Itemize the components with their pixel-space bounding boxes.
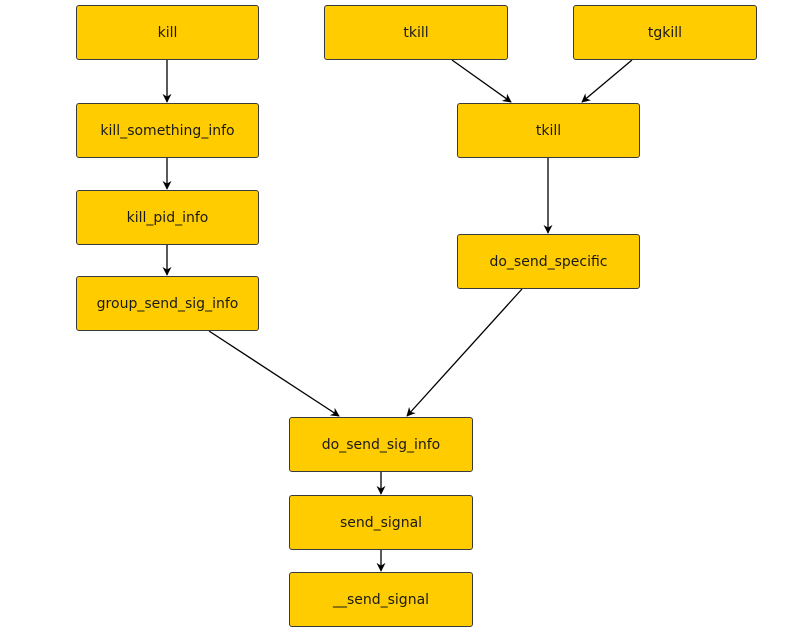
node-send-signal: send_signal xyxy=(289,495,473,550)
node-do-send-sig-info: do_send_sig_info xyxy=(289,417,473,472)
node-tkill: tkill xyxy=(457,103,640,158)
node-kill-something-info: kill_something_info xyxy=(76,103,259,158)
node-tkill-syscall: tkill xyxy=(324,5,508,60)
edge-tkill-syscall-to-tkill xyxy=(451,59,512,103)
edge-group-send-sig-info-to-do-send-sig-info xyxy=(208,330,340,417)
node-tgkill: tgkill xyxy=(573,5,757,60)
edge-tgkill-to-tkill xyxy=(581,59,633,103)
edge-do-send-specific-to-do-send-sig-info xyxy=(406,288,523,417)
node-__send-signal: __send_signal xyxy=(289,572,473,627)
node-kill: kill xyxy=(76,5,259,60)
node-do-send-specific: do_send_specific xyxy=(457,234,640,289)
node-kill-pid-info: kill_pid_info xyxy=(76,190,259,245)
node-group-send-sig-info: group_send_sig_info xyxy=(76,276,259,331)
